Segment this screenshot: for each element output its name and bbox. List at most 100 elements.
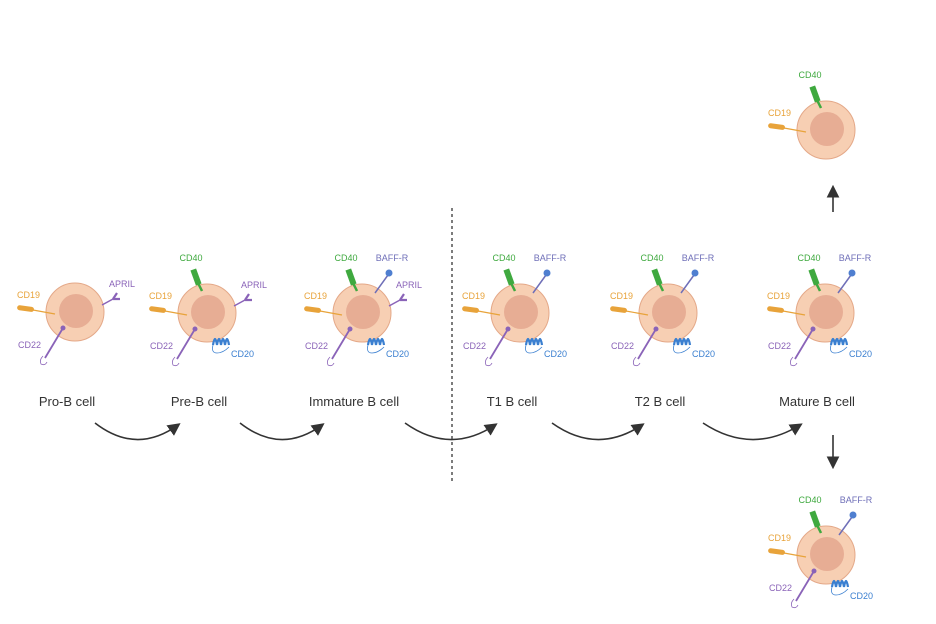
marker-label-cd22: CD22	[150, 341, 173, 351]
marker-label-cd22: CD22	[463, 341, 486, 351]
transition-arrow-1	[94, 422, 181, 441]
cd19-receptor-icon	[462, 306, 501, 316]
cd22-receptor-icon	[789, 326, 816, 367]
stage-label-t2-b: T2 B cell	[635, 394, 686, 409]
cd22-receptor-icon	[39, 325, 66, 366]
cd19-receptor-icon	[304, 306, 343, 316]
cd40-receptor-icon	[190, 268, 204, 292]
cd19-receptor-icon	[149, 306, 188, 316]
cd40-receptor-icon	[809, 85, 823, 109]
cd19-receptor-icon	[768, 548, 807, 558]
april-ligand-icon	[388, 293, 407, 307]
marker-label-cd20: CD20	[386, 349, 409, 359]
marker-label-baff-r: BAFF-R	[839, 253, 872, 263]
cd22-receptor-icon	[632, 326, 659, 367]
nucleus	[504, 295, 538, 329]
transition-arrow-5	[702, 422, 803, 441]
marker-label-cd40: CD40	[640, 253, 663, 263]
stage-label-pro-b: Pro-B cell	[39, 394, 95, 409]
cd20-receptor-icon	[829, 337, 849, 354]
cd20-receptor-icon	[211, 337, 231, 354]
nucleus	[810, 537, 844, 571]
nucleus	[59, 294, 93, 328]
marker-label-cd19: CD19	[149, 291, 172, 301]
marker-label-cd40: CD40	[334, 253, 357, 263]
marker-label-cd19: CD19	[17, 290, 40, 300]
marker-label-cd19: CD19	[767, 291, 790, 301]
transition-arrow-2	[239, 422, 325, 441]
cd40-receptor-icon	[809, 510, 823, 534]
transition-arrow-4	[551, 422, 645, 441]
marker-label-cd22: CD22	[769, 583, 792, 593]
cd19-receptor-icon	[768, 123, 807, 133]
cd22-receptor-icon	[171, 326, 198, 367]
marker-label-cd22: CD22	[18, 340, 41, 350]
cd19-receptor-icon	[17, 305, 56, 315]
marker-label-baff-r: BAFF-R	[534, 253, 567, 263]
marker-label-baff-r: BAFF-R	[840, 495, 873, 505]
marker-label-cd40: CD40	[797, 253, 820, 263]
marker-label-cd22: CD22	[768, 341, 791, 351]
baff-r-receptor-icon	[374, 269, 393, 294]
marker-label-cd20: CD20	[849, 349, 872, 359]
cd19-receptor-icon	[767, 306, 806, 316]
cd40-receptor-icon	[503, 268, 517, 292]
marker-label-april: APRIL	[241, 280, 267, 290]
stage-label-pre-b: Pre-B cell	[171, 394, 227, 409]
cd20-receptor-icon	[672, 337, 692, 354]
baff-r-receptor-icon	[532, 269, 551, 294]
marker-label-cd22: CD22	[611, 341, 634, 351]
cd40-receptor-icon	[651, 268, 665, 292]
baff-r-receptor-icon	[837, 269, 856, 294]
stage-label-immature-b: Immature B cell	[309, 394, 399, 409]
nucleus	[652, 295, 686, 329]
marker-label-cd40: CD40	[492, 253, 515, 263]
nucleus	[810, 112, 844, 146]
cd40-receptor-icon	[808, 268, 822, 292]
transition-arrow-3	[404, 422, 498, 441]
marker-label-cd19: CD19	[768, 108, 791, 118]
cd22-receptor-icon	[790, 568, 817, 609]
stage-label-mature-b: Mature B cell	[779, 394, 855, 409]
marker-label-cd19: CD19	[462, 291, 485, 301]
marker-label-april: APRIL	[396, 280, 422, 290]
marker-label-cd20: CD20	[544, 349, 567, 359]
marker-label-april: APRIL	[109, 279, 135, 289]
nucleus	[191, 295, 225, 329]
cd22-receptor-icon	[484, 326, 511, 367]
marker-label-cd20: CD20	[850, 591, 873, 601]
marker-label-cd19: CD19	[610, 291, 633, 301]
marker-label-cd19: CD19	[304, 291, 327, 301]
cd20-receptor-icon	[524, 337, 544, 354]
cd20-receptor-icon	[830, 579, 850, 596]
cell-upper-branch: CD19 CD40	[768, 70, 856, 160]
cd20-receptor-icon	[366, 337, 386, 354]
nucleus	[346, 295, 380, 329]
marker-label-cd40: CD40	[798, 70, 821, 80]
marker-label-baff-r: BAFF-R	[376, 253, 409, 263]
baff-r-receptor-icon	[838, 511, 857, 536]
marker-label-cd40: CD40	[179, 253, 202, 263]
marker-label-cd19: CD19	[768, 533, 791, 543]
marker-label-cd22: CD22	[305, 341, 328, 351]
baff-r-receptor-icon	[680, 269, 699, 294]
marker-label-baff-r: BAFF-R	[682, 253, 715, 263]
cd22-receptor-icon	[326, 326, 353, 367]
stage-label-t1-b: T1 B cell	[487, 394, 538, 409]
april-ligand-icon	[233, 293, 252, 307]
marker-label-cd40: CD40	[798, 495, 821, 505]
marker-label-cd20: CD20	[231, 349, 254, 359]
cd19-receptor-icon	[610, 306, 649, 316]
cd40-receptor-icon	[345, 268, 359, 292]
nucleus	[809, 295, 843, 329]
april-ligand-icon	[101, 292, 120, 306]
